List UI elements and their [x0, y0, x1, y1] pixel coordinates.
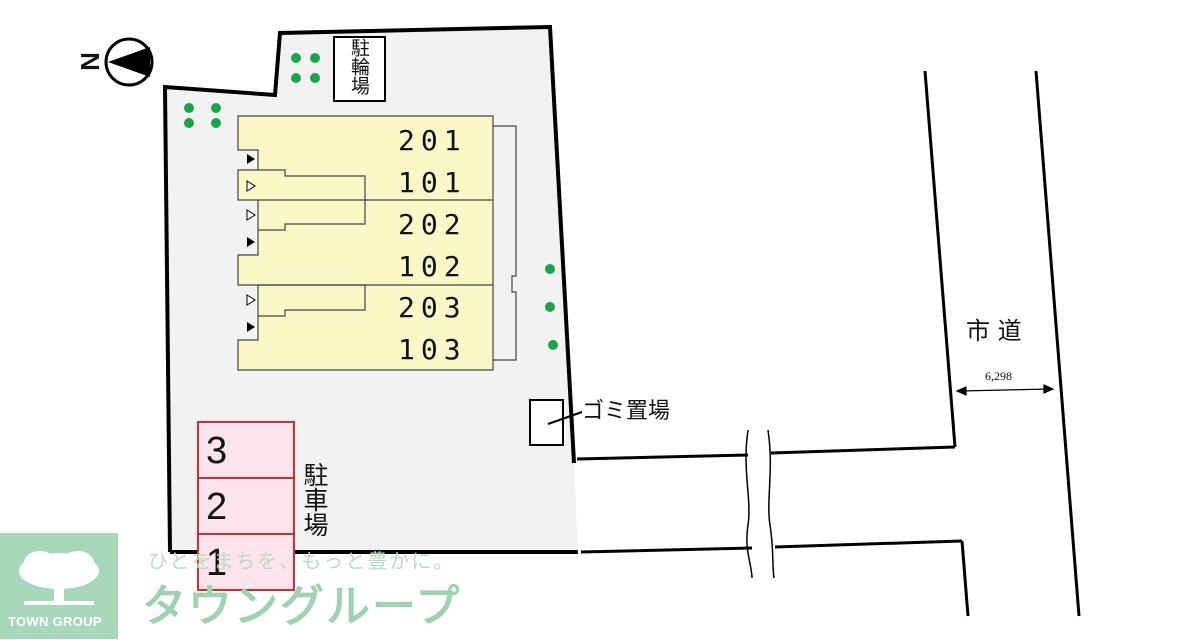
tree-icon: [545, 264, 555, 274]
parking-slot-1: [197, 533, 295, 591]
unit-101: 101: [398, 166, 467, 199]
garbage-label: ゴミ置場: [582, 399, 671, 424]
watermark-logo: TOWN GROUP: [0, 533, 118, 639]
tree-logo-icon: [19, 551, 99, 605]
watermark-logo-text: TOWN GROUP: [8, 614, 102, 629]
watermark-slogan: ひとをまちを、もっと豊かに。: [148, 549, 456, 573]
apartment-building: [237, 115, 517, 371]
access-road: [576, 429, 963, 579]
garbage-leader-line: [547, 411, 583, 425]
entrance-marker: [247, 322, 255, 332]
entrance-marker: [246, 294, 256, 306]
parking-slots: [197, 421, 295, 591]
road-width-dimension: [955, 384, 1055, 396]
tree-icon: [291, 53, 301, 63]
tree-icon: [310, 73, 320, 83]
bicycle-parking-box: [333, 36, 386, 102]
unit-202: 202: [398, 208, 467, 241]
city-road-label: 市 道: [966, 317, 1022, 345]
tree-icon: [184, 103, 194, 113]
unit-102: 102: [398, 250, 467, 283]
unit-103: 103: [398, 333, 467, 366]
garbage-box: [529, 399, 564, 446]
tree-icon: [211, 103, 221, 113]
tree-icon: [211, 118, 221, 128]
tree-icon: [548, 340, 558, 350]
city-road: [923, 70, 1081, 617]
entrance-marker: [247, 237, 255, 247]
lot-boundary: [162, 24, 576, 553]
tree-icon: [310, 53, 320, 63]
road-width-label: 6,298: [985, 369, 1012, 383]
unit-203: 203: [398, 291, 467, 324]
parking-slot-2: [197, 477, 295, 535]
entrance-marker: [247, 154, 255, 164]
entrance-marker: [246, 180, 256, 192]
parking-slot-3: [197, 421, 295, 479]
bicycle-parking-label: 駐輪場: [348, 38, 370, 95]
parking-slot-2-label: 2: [206, 486, 228, 528]
compass-letter: N: [74, 52, 105, 71]
north-arrow-icon: [104, 37, 154, 87]
trees: [184, 53, 558, 350]
parking-label: 駐車場: [300, 462, 329, 537]
unit-201: 201: [398, 124, 467, 157]
watermark-brand: タウングループ: [142, 581, 462, 632]
tree-icon: [545, 302, 555, 312]
entrance-marker: [246, 209, 256, 221]
tree-icon: [291, 73, 301, 83]
tree-icon: [184, 118, 194, 128]
parking-slot-1-label: 1: [206, 542, 228, 584]
parking-slot-3-label: 3: [206, 430, 228, 472]
